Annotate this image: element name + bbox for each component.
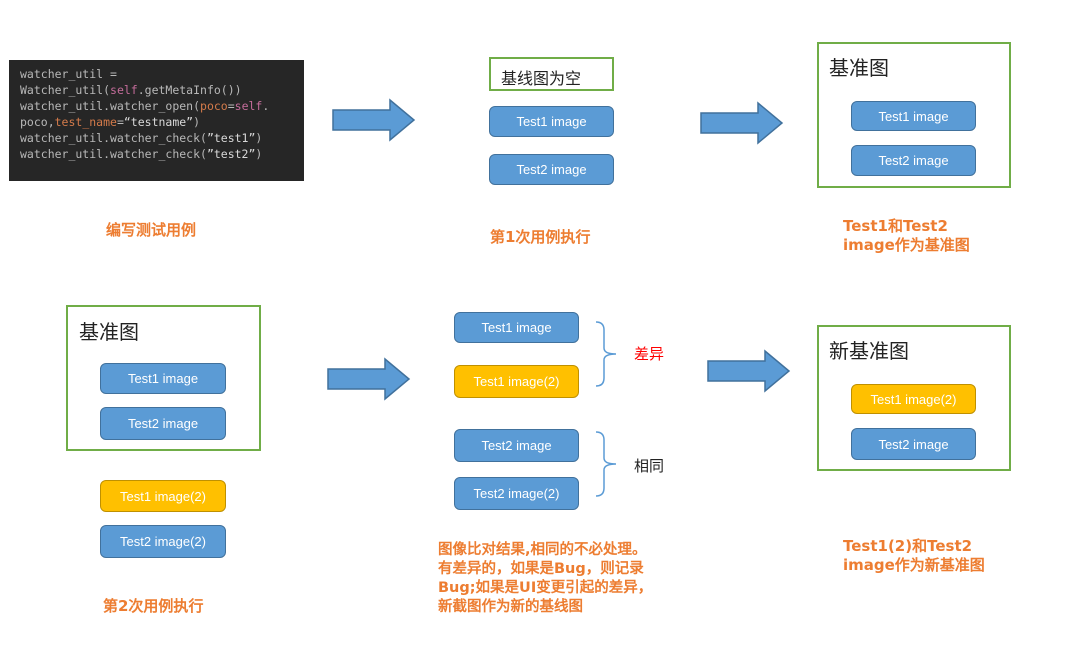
code-line: Watcher_util(self.getMetaInfo())	[20, 83, 242, 97]
code-snippet: watcher_util = Watcher_util(self.getMeta…	[9, 60, 304, 181]
flow-arrow-icon	[332, 98, 416, 142]
test2-image-node: Test2 image	[454, 429, 579, 462]
test1-image2-node: Test1 image(2)	[851, 384, 976, 414]
empty-baseline-box: 基线图为空	[489, 57, 614, 91]
step2-caption: 第1次用例执行	[490, 228, 591, 246]
diff-label: 差异	[634, 345, 665, 363]
flow-arrow-icon	[707, 349, 791, 393]
test1-image2-node: Test1 image(2)	[454, 365, 579, 398]
test1-image-node: Test1 image	[489, 106, 614, 137]
step4-caption: 第2次用例执行	[103, 597, 204, 615]
same-label: 相同	[634, 457, 665, 475]
flow-arrow-icon	[327, 357, 411, 401]
test2-image-node: Test2 image	[851, 145, 976, 176]
code-line: watcher_util.watcher_check(”test1”)	[20, 131, 263, 145]
code-line: watcher_util =	[20, 67, 117, 81]
test1-image2-node: Test1 image(2)	[100, 480, 226, 512]
code-line: poco,test_name=“testname”)	[20, 115, 201, 129]
test2-image2-node: Test2 image(2)	[454, 477, 579, 510]
step6-caption: Test1(2)和Test2 image作为新基准图	[843, 537, 985, 574]
code-line: watcher_util.watcher_open(poco=self.	[20, 99, 270, 113]
step3-caption: Test1和Test2 image作为基准图	[843, 217, 970, 254]
test2-image-node: Test2 image	[851, 428, 976, 460]
test1-image-node: Test1 image	[100, 363, 226, 394]
code-line: watcher_util.watcher_check(”test2”)	[20, 147, 263, 161]
test1-image-node: Test1 image	[454, 312, 579, 343]
baseline-title: 基准图	[79, 320, 139, 344]
step1-caption: 编写测试用例	[106, 221, 197, 239]
step5-caption: 图像比对结果,相同的不必处理。 有差异的，如果是Bug，则记录 Bug;如果是U…	[438, 542, 653, 615]
test2-image-node: Test2 image	[489, 154, 614, 185]
new-baseline-title: 新基准图	[829, 339, 909, 363]
test1-image-node: Test1 image	[851, 101, 976, 131]
test2-image2-node: Test2 image(2)	[100, 525, 226, 558]
baseline-title: 基准图	[829, 56, 889, 80]
right-brace-icon	[595, 431, 617, 497]
right-brace-icon	[595, 321, 617, 387]
flow-arrow-icon	[700, 101, 784, 145]
empty-baseline-label: 基线图为空	[501, 69, 582, 88]
test2-image-node: Test2 image	[100, 407, 226, 440]
